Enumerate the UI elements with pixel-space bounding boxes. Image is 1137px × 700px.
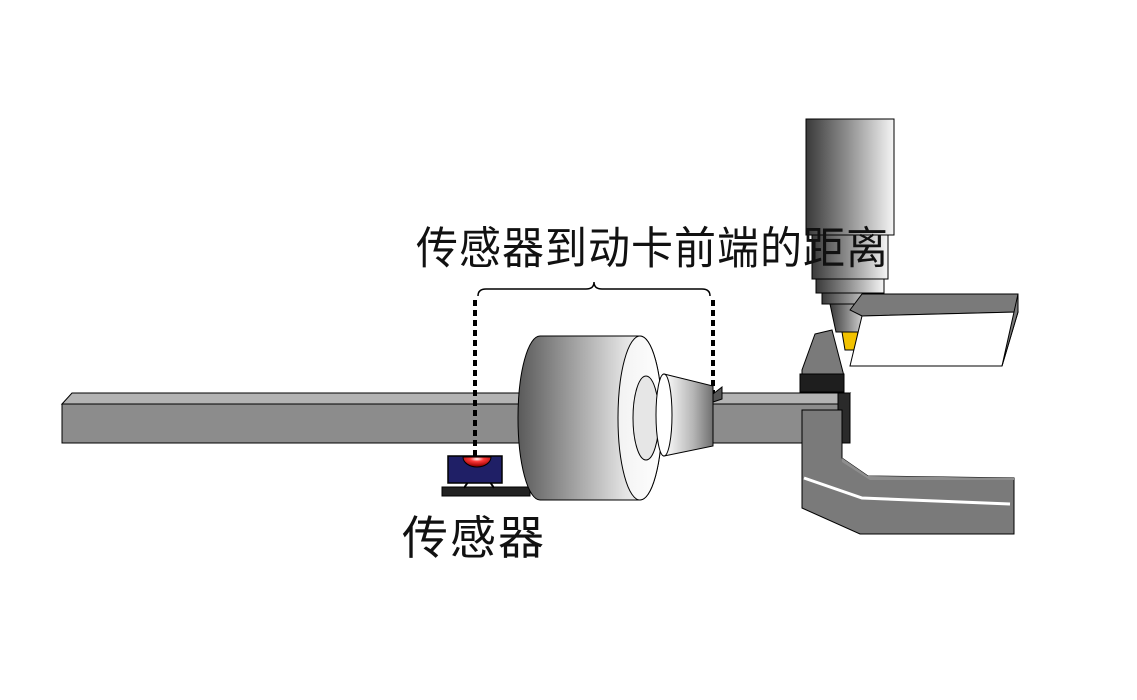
workpiece-bar xyxy=(60,392,852,444)
chuck-cone xyxy=(655,373,723,457)
fixture-lower-arm xyxy=(801,409,1015,535)
sensor-label: 传感器 xyxy=(402,511,546,565)
sensor xyxy=(441,455,531,497)
sensor-light xyxy=(462,456,492,468)
distance-label: 传感器到动卡前端的距离 xyxy=(416,222,890,275)
fixture-upper-arm xyxy=(799,293,1019,393)
sensor-base xyxy=(441,486,531,497)
curly-brace xyxy=(477,281,711,297)
distance-indicator xyxy=(473,281,715,458)
moving-chuck xyxy=(517,335,663,501)
